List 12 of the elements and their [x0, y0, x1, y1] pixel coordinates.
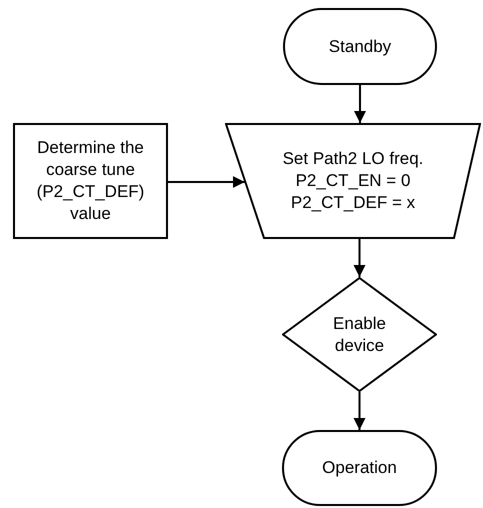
node-text: Operation: [322, 457, 397, 479]
trapezoid-box: [225, 123, 481, 239]
arrow: [354, 85, 366, 123]
process-box: [13, 123, 168, 239]
node-text: Set Path2 LO freq. P2_CT_EN = 0 P2_CT_DEF = x: [282, 148, 424, 214]
arrow: [354, 239, 366, 277]
decision-diamond: [282, 277, 437, 392]
node-text: Enable device: [332, 312, 387, 356]
arrow: [168, 176, 245, 188]
node-text: Determine the coarse tune (P2_CT_DEF) value: [36, 137, 146, 225]
node-text: Standby: [328, 36, 392, 58]
arrow: [354, 392, 366, 430]
